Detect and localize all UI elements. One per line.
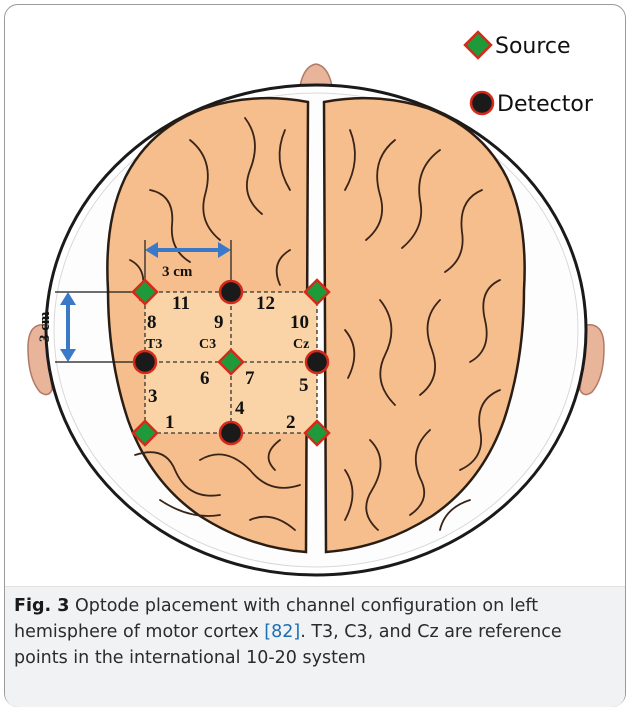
figure-caption: Fig. 3 Optode placement with channel con… bbox=[14, 593, 614, 671]
nose bbox=[300, 64, 332, 86]
optode-diagram: 3 cm 3 cm 11 12 8 9 10 6 7 3 5 4 1 2 T3 … bbox=[0, 0, 632, 590]
detector-optode bbox=[306, 351, 328, 373]
channel-12-label: 12 bbox=[256, 293, 275, 314]
channel-3-label: 3 bbox=[148, 386, 158, 407]
channel-6-label: 6 bbox=[200, 368, 210, 389]
detector-optode bbox=[134, 351, 156, 373]
channel-8-label: 8 bbox=[147, 312, 157, 333]
ref-point-t3: T3 bbox=[146, 337, 162, 352]
channel-11-label: 11 bbox=[172, 293, 190, 314]
legend-source-icon bbox=[465, 32, 491, 58]
channel-5-label: 5 bbox=[299, 375, 309, 396]
horizontal-dimension-label: 3 cm bbox=[162, 264, 193, 280]
channel-10-label: 10 bbox=[290, 312, 309, 333]
detector-optode bbox=[220, 422, 242, 444]
vertical-dimension-label: 3 cm bbox=[37, 311, 53, 342]
legend-detector-label: Detector bbox=[497, 92, 594, 117]
legend-detector-icon bbox=[471, 92, 493, 114]
channel-1-label: 1 bbox=[165, 412, 175, 433]
channel-9-label: 9 bbox=[214, 312, 224, 333]
ref-point-c3: C3 bbox=[199, 337, 216, 352]
ref-point-cz: Cz bbox=[293, 337, 309, 352]
channel-7-label: 7 bbox=[245, 368, 255, 389]
legend: Source Detector bbox=[465, 32, 594, 117]
legend-source-label: Source bbox=[495, 34, 571, 59]
caption-reference-link[interactable]: [82] bbox=[264, 622, 300, 642]
channel-4-label: 4 bbox=[235, 398, 245, 419]
caption-label: Fig. 3 bbox=[14, 596, 69, 616]
channel-2-label: 2 bbox=[286, 412, 296, 433]
detector-optode bbox=[220, 281, 242, 303]
